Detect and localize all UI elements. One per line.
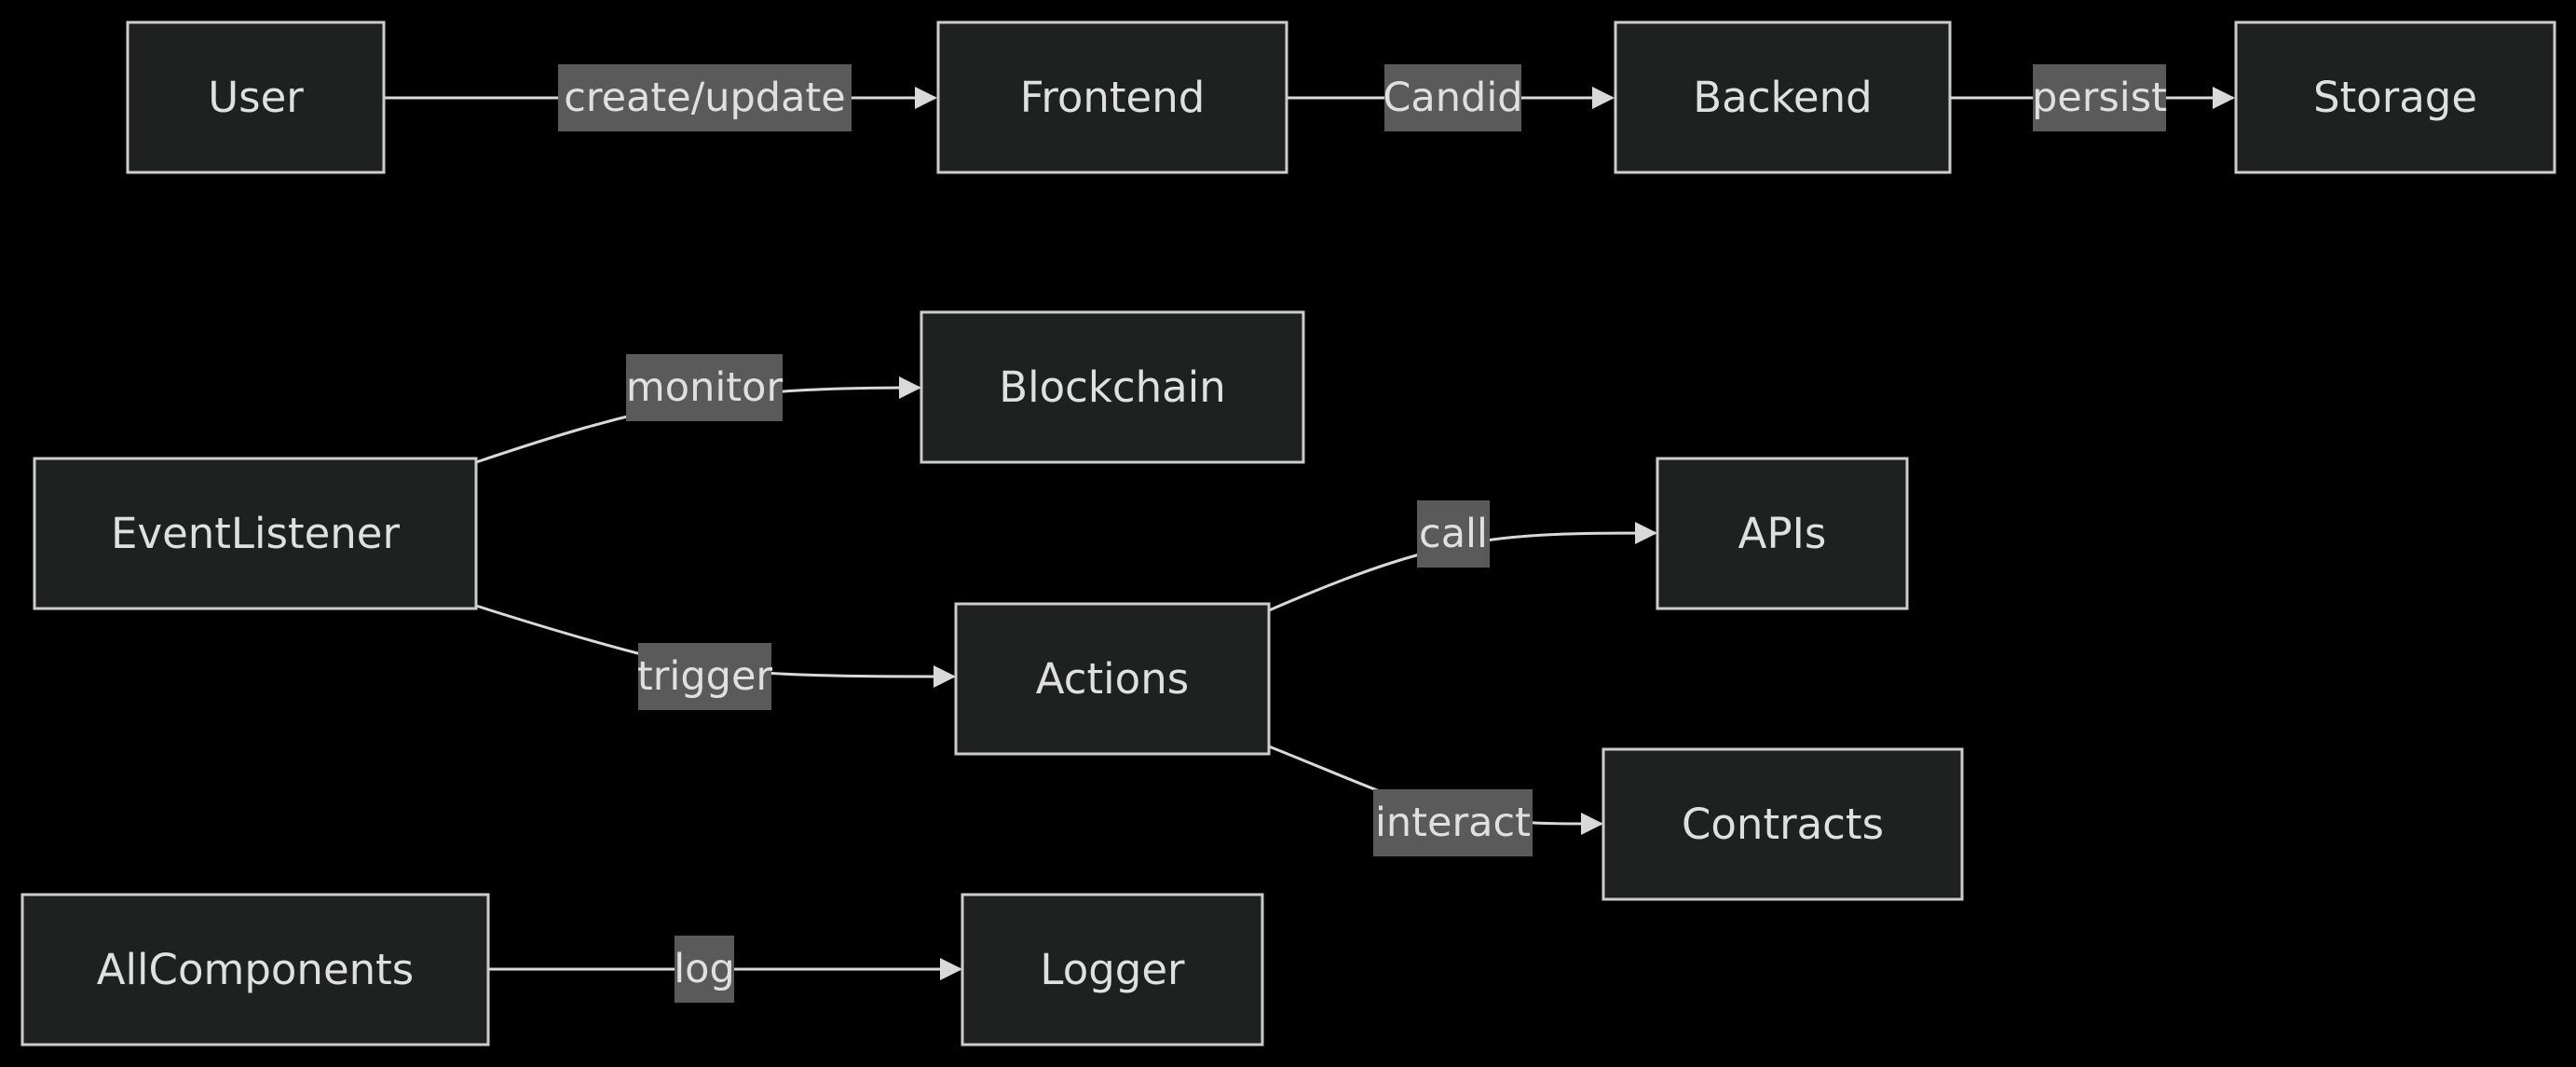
node-label: APIs <box>1738 509 1827 558</box>
edge-label-bg <box>558 64 852 131</box>
node-label: Blockchain <box>999 363 1226 412</box>
node-label: Backend <box>1693 73 1872 122</box>
node-storage[interactable]: Storage <box>2234 21 2556 174</box>
edge-label-text: log <box>674 946 735 992</box>
node-box[interactable] <box>920 310 1305 464</box>
node-allcomponents[interactable]: AllComponents <box>20 893 490 1046</box>
edge-label-text: trigger <box>637 653 773 700</box>
node-apis[interactable]: APIs <box>1656 457 1909 610</box>
edge-label-bg <box>626 354 783 421</box>
node-label: Storage <box>2313 73 2477 122</box>
node-box[interactable] <box>1601 747 1964 901</box>
node-label: AllComponents <box>97 945 415 994</box>
edge-label-text: Candid <box>1383 75 1522 121</box>
node-box[interactable] <box>954 602 1271 756</box>
node-box[interactable] <box>20 893 490 1046</box>
node-label: Logger <box>1040 945 1185 994</box>
node-box[interactable] <box>1614 21 1952 174</box>
node-contracts[interactable]: Contracts <box>1601 747 1964 901</box>
node-user[interactable]: User <box>126 21 386 174</box>
edge-labels: create/update Candid persist monitor tri… <box>558 64 2167 1003</box>
node-box[interactable] <box>2234 21 2556 174</box>
edge-label-text: create/update <box>564 75 846 121</box>
node-logger[interactable]: Logger <box>961 893 1264 1046</box>
node-frontend[interactable]: Frontend <box>936 21 1288 174</box>
edge-label-bg <box>1373 789 1533 856</box>
edge-label-create-update: create/update <box>558 64 852 131</box>
edge-label-bg <box>1384 64 1521 131</box>
node-box[interactable] <box>33 457 478 610</box>
node-blockchain[interactable]: Blockchain <box>920 310 1305 464</box>
node-box[interactable] <box>126 21 386 174</box>
node-label: User <box>208 73 304 122</box>
edge-label-monitor: monitor <box>626 354 784 421</box>
node-box[interactable] <box>1656 457 1909 610</box>
node-backend[interactable]: Backend <box>1614 21 1952 174</box>
node-actions[interactable]: Actions <box>954 602 1271 756</box>
edge-label-log: log <box>674 936 735 1003</box>
edge-label-interact: interact <box>1373 789 1533 856</box>
edge-label-call: call <box>1417 500 1490 568</box>
edge-label-bg <box>638 643 771 710</box>
edge-label-bg <box>1417 500 1490 568</box>
edge-label-bg <box>675 936 734 1003</box>
edge-label-text: monitor <box>626 364 784 411</box>
edge-label-candid: Candid <box>1383 64 1523 131</box>
node-label: Actions <box>1036 654 1189 704</box>
node-box[interactable] <box>961 893 1264 1046</box>
node-box[interactable] <box>936 21 1288 174</box>
edge-label-trigger: trigger <box>637 643 773 710</box>
edge-label-persist: persist <box>2032 64 2167 131</box>
nodes: User Frontend Backend Storage EventListe… <box>20 21 2556 1046</box>
edge-label-text: persist <box>2032 75 2167 121</box>
node-label: Contracts <box>1682 800 1884 849</box>
edge-label-bg <box>2033 64 2166 131</box>
edge-label-text: call <box>1419 511 1488 557</box>
node-eventlistener[interactable]: EventListener <box>33 457 478 610</box>
edge-label-text: interact <box>1375 800 1531 846</box>
node-label: Frontend <box>1020 73 1206 122</box>
node-label: EventListener <box>111 509 400 558</box>
